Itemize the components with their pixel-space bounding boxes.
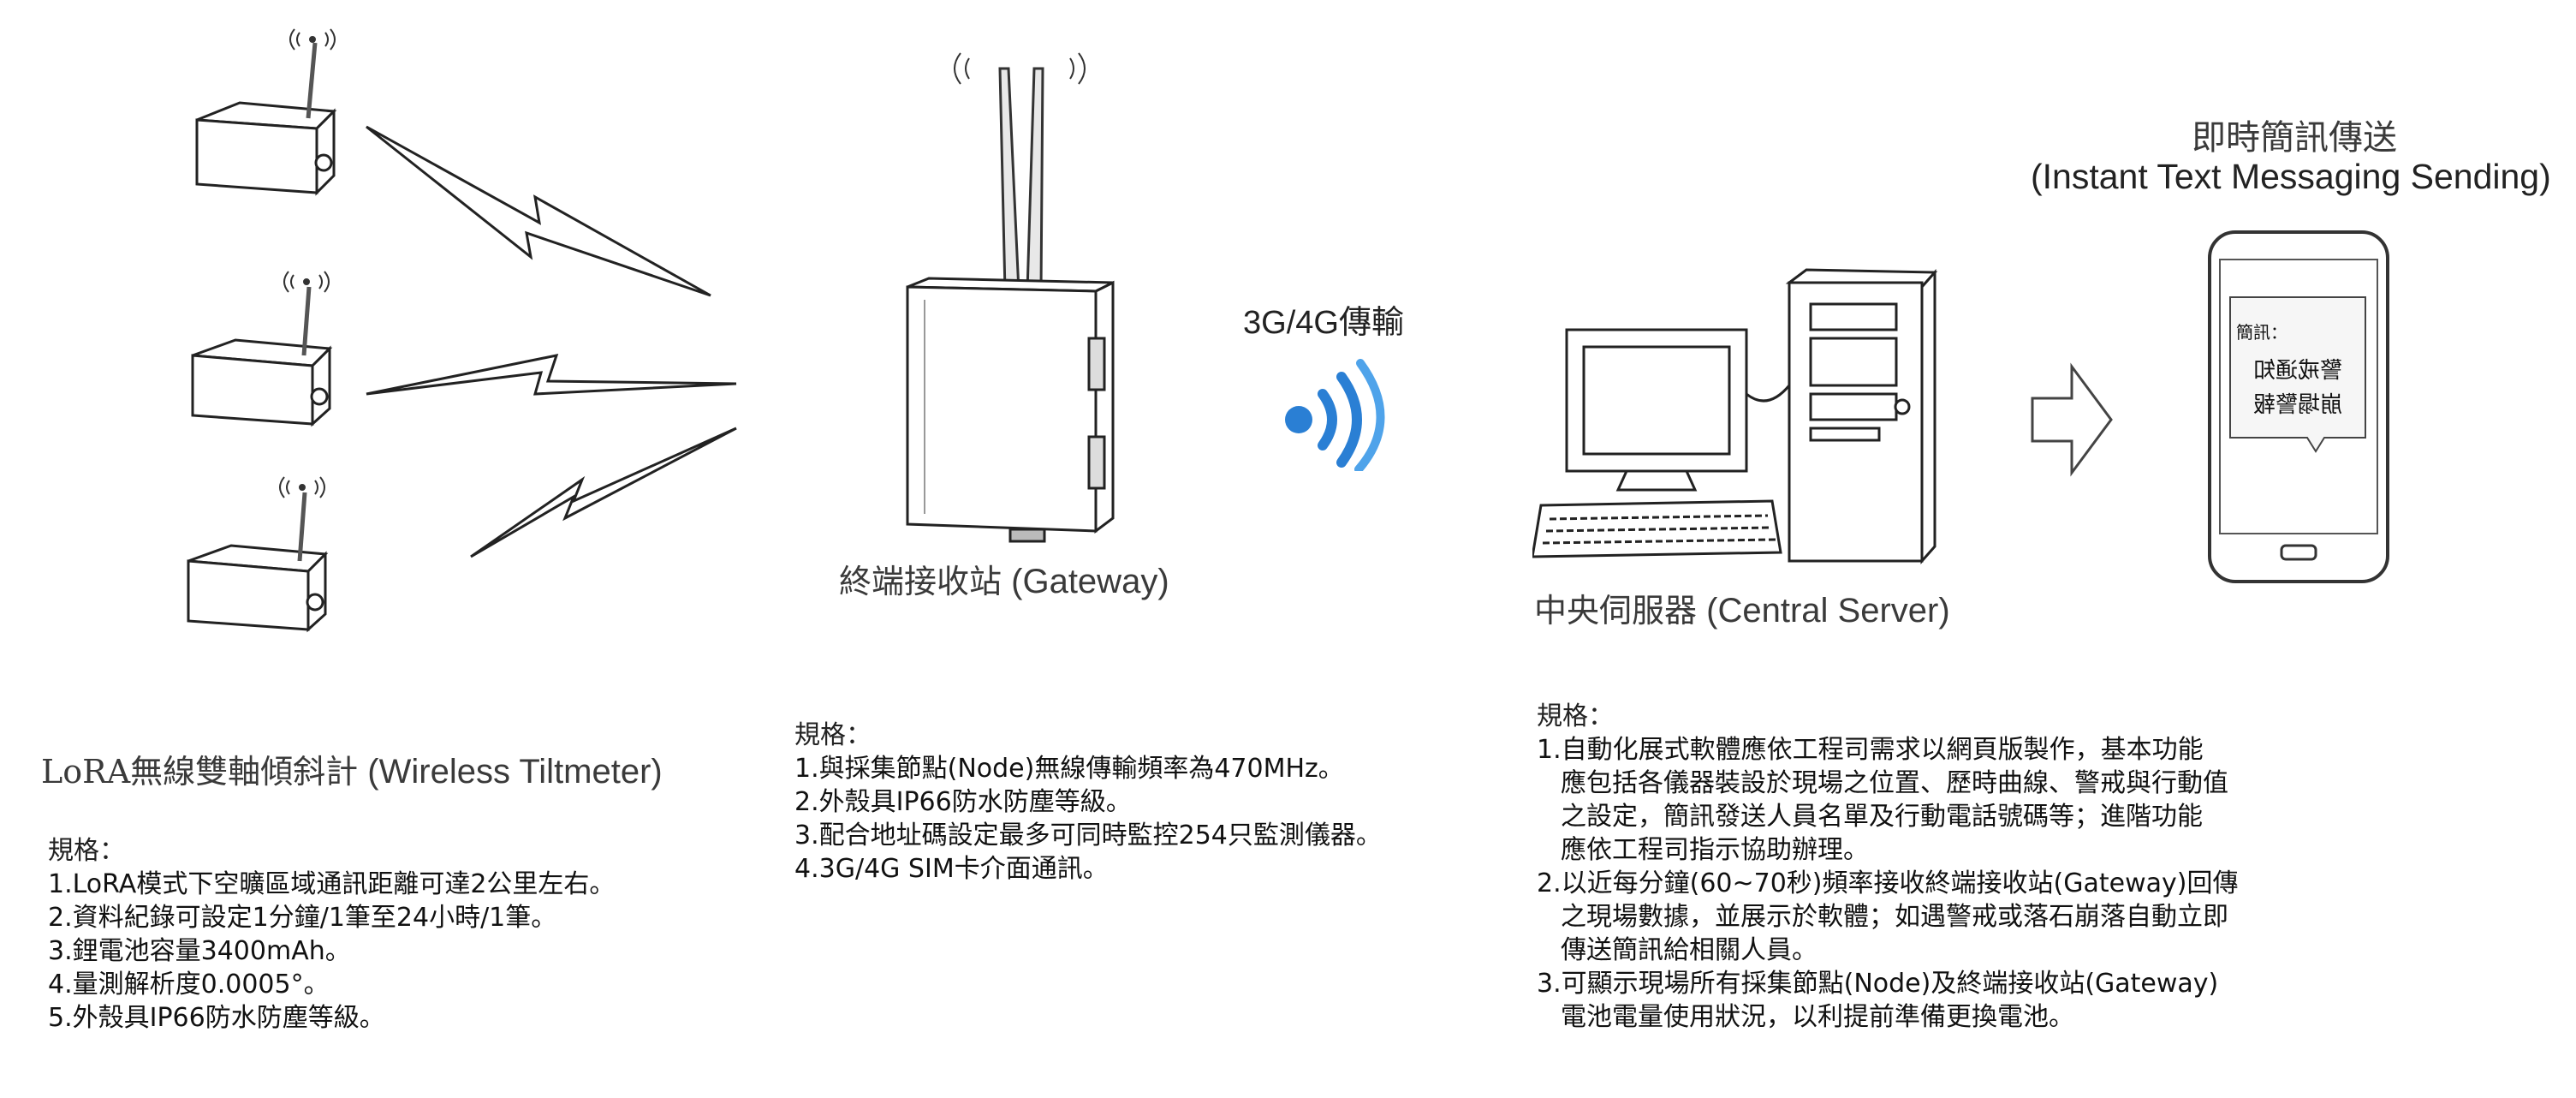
- wireless-signal-icon: [1285, 359, 1385, 471]
- server-spec-item: 3.可顯示現場所有採集節點(Node)及終端接收站(Gateway): [1537, 969, 2219, 999]
- gateway-spec-item: 1.與採集節點(Node)無線傳輸頻率為470MHz。: [794, 754, 1344, 784]
- network-label: 3G/4G傳輸: [1243, 305, 1404, 341]
- server-spec-item-cont: 應包括各儀器裝設於現場之位置、歷時曲線、警戒與行動值: [1561, 768, 2228, 798]
- tiltmeter-spec-item: 4.量測解析度0.0005°。: [48, 970, 330, 1000]
- wireless-link-bolts: [366, 125, 737, 558]
- bolt-icon-3: [470, 427, 737, 558]
- server-spec-item-cont: 之現場數據，並展示於軟體；如遇警戒或落石崩落自動立即: [1561, 902, 2228, 932]
- tiltmeter-caption: LoRA無線雙軸傾斜計 (Wireless Tiltmeter): [41, 745, 663, 792]
- tiltmeter-spec-item: 1.LoRA模式下空曠區域通訊距離可達2公里左右。: [48, 869, 616, 899]
- server-spec-item-cont: 應依工程司指示協助辦理。: [1561, 835, 1869, 865]
- server-spec-item: 2.以近每分鐘(60~70秒)頻率接收終端接收站(Gateway)回傳: [1537, 868, 2239, 898]
- gateway-spec-item: 4.3G/4G SIM卡介面通訊。: [794, 854, 1109, 884]
- tiltmeter-sensor-3: [187, 476, 329, 633]
- tiltmeter-sensor-1: [195, 28, 337, 196]
- tiltmeter-caption-cn: LoRA無線雙軸傾斜計: [41, 753, 359, 791]
- phone-message-label: 簡訊：: [2236, 322, 2287, 343]
- tiltmeter-spec-item: 5.外殼具IP66防水防塵等級。: [48, 1003, 385, 1033]
- bolt-icon-1: [366, 125, 711, 297]
- messaging-title-cn: 即時簡訊傳送: [2192, 118, 2397, 158]
- gateway-specs: 規格： 1.與採集節點(Node)無線傳輸頻率為470MHz。 2.外殼具IP6…: [794, 719, 1382, 886]
- gateway-caption-cn: 終端接收站: [839, 563, 1002, 600]
- gateway-spec-item: 3.配合地址碼設定最多可同時監控254只監測儀器。: [794, 821, 1382, 850]
- arrow-right-icon: [2031, 362, 2113, 477]
- gateway-caption: 終端接收站 (Gateway): [839, 555, 1169, 602]
- server-caption-cn: 中央伺服器: [1534, 592, 1698, 630]
- server-specs-heading: 規格：: [1537, 701, 1614, 731]
- central-server-computer: [1532, 268, 1938, 564]
- tiltmeter-specs-heading: 規格：: [48, 836, 125, 866]
- bolt-icon-2: [366, 354, 737, 396]
- server-caption: 中央伺服器 (Central Server): [1534, 584, 1950, 631]
- messaging-title-en: (Instant Text Messaging Sending): [2031, 157, 2551, 196]
- gateway-device: [906, 52, 1115, 543]
- phone-message-line: 崩塌警報: [2253, 392, 2343, 418]
- gateway-caption-en: (Gateway): [1011, 563, 1169, 600]
- gateway-spec-item: 2.外殼具IP66防水防塵等級。: [794, 787, 1132, 817]
- server-specs: 規格： 1.自動化展式軟體應依工程司需求以網頁版製作，基本功能 應包括各儀器裝設…: [1537, 701, 2238, 1034]
- tiltmeter-caption-en: (Wireless Tiltmeter): [367, 753, 663, 791]
- server-spec-item-cont: 之設定，簡訊發送人員名單及行動電話號碼等；進階功能: [1561, 802, 2203, 832]
- server-caption-en: (Central Server): [1706, 592, 1950, 630]
- tiltmeter-specs: 規格： 1.LoRA模式下空曠區域通訊距離可達2公里左右。 2.資料紀錄可設定1…: [48, 835, 615, 1035]
- tiltmeter-spec-item: 2.資料紀錄可設定1分鐘/1筆至24小時/1筆。: [48, 903, 557, 933]
- server-spec-item: 1.自動化展式軟體應依工程司需求以網頁版製作，基本功能: [1537, 735, 2204, 765]
- server-spec-item-cont: 電池電量使用狀況，以利提前準備更換電池。: [1561, 1002, 2074, 1032]
- smartphone-icon: [2208, 230, 2389, 583]
- gateway-specs-heading: 規格：: [794, 720, 872, 750]
- phone-message-line: 警戒通知: [2253, 358, 2343, 384]
- tiltmeter-spec-item: 3.鋰電池容量3400mAh。: [48, 936, 351, 966]
- server-spec-item-cont: 傳送簡訊給相關人員。: [1561, 935, 1817, 965]
- tiltmeter-sensor-2: [191, 271, 333, 427]
